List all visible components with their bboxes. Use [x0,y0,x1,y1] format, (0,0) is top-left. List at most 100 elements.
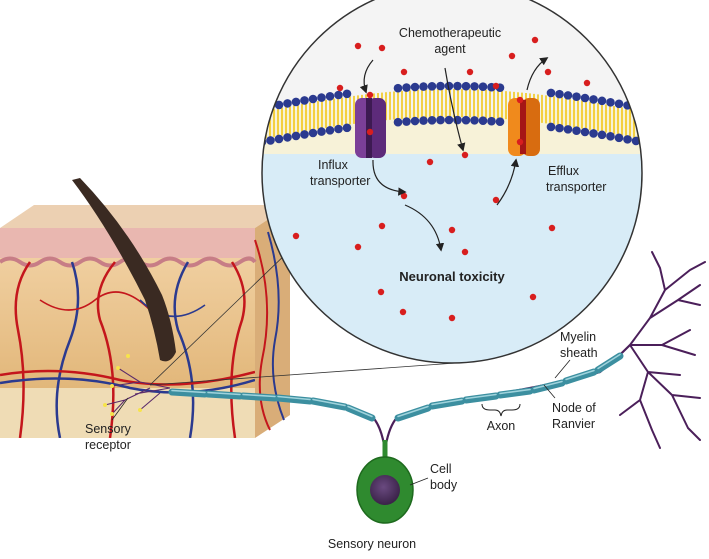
hair-shaft [72,178,176,362]
phospholipid-head [283,133,292,142]
phospholipid-head [308,94,318,104]
sensory-receptor-label-line1: Sensory [85,422,132,436]
drug-particle [529,293,537,301]
phospholipid-head [325,91,335,101]
phospholipid-head [606,98,615,107]
efflux-transporter-label-line1: Efflux [548,164,580,178]
phospholipid-head [410,116,420,126]
drug-particle [354,243,362,251]
myelin-leader-line [554,359,571,379]
skin-top-face [0,205,290,228]
phospholipid-head [563,91,573,100]
phospholipid-head [419,82,428,91]
axon-bracket [481,403,521,417]
artery-vessel [254,239,271,431]
sensory-receptor-label-line2: receptor [85,438,131,452]
drug-particle [583,79,591,87]
skin-block [0,178,290,438]
myelin-highlight [242,393,276,398]
phospholipid-head [555,123,564,133]
phospholipid-head [572,126,581,135]
phospholipid-head [291,97,301,107]
phospholipid-head [546,122,556,132]
phospholipid-head [444,115,454,125]
efflux-entry-arrow [496,158,520,206]
efflux-transporter [508,98,540,156]
myelin-highlight [277,395,311,401]
vein-vessel [267,231,285,421]
dermis-layer [0,258,255,388]
node-of-ranvier-label-line2: Ranvier [552,417,595,431]
phospholipid-head [334,90,343,100]
efflux-transporter-label-line2: transporter [546,180,606,194]
phospholipid-head [300,130,309,139]
efflux-transporter-subunit [522,98,540,156]
myelin-segment [204,390,244,400]
influx-transporter-label-line2: transporter [310,174,370,188]
influx-transporter-pore [366,98,372,158]
influx-entry-arrow [359,59,374,94]
nerve-endings [104,367,171,415]
phospholipid-head [631,102,641,112]
toxicity-arrow [404,204,445,252]
phospholipid-head [317,93,326,102]
phospholipid-head [470,116,479,125]
phospholipid-head [402,83,411,92]
drug-particle [461,151,469,159]
chemotherapeutic-particles [292,36,591,322]
artery-vessel [0,369,255,386]
myelin-segment [394,404,432,422]
myelin-highlight [565,369,595,381]
drug-particle [466,68,474,76]
blood-vessels [0,261,255,438]
phospholipid-head [614,99,624,109]
myelin-highlight [499,388,531,395]
drug-particle [508,52,516,60]
myelin-segment [496,387,534,399]
nucleus [370,475,400,505]
diagram-caption: Sensory neuron [328,537,416,551]
drug-particle [354,42,362,50]
influx-transporter-subunit [368,98,386,158]
phospholipid-head [495,117,505,127]
phospholipid-head [597,96,607,106]
cell-body-leader-line [409,477,429,486]
phospholipid-head [419,116,428,125]
myelin-highlight [312,398,346,407]
phospholipid-head [444,81,454,91]
neuronal-toxicity-label: Neuronal toxicity [399,269,505,284]
phospholipid-head [563,125,573,134]
phospholipid-head [614,133,624,143]
myelin-highlight [397,405,429,418]
receptor-terminal [116,366,120,370]
artery-vessel [14,261,32,438]
phospholipid-head [262,103,267,113]
phospholipid-head [402,117,411,126]
phospholipid-head [555,89,564,99]
drug-particle [426,158,434,166]
drug-particle [377,288,385,296]
drug-particle [336,84,344,92]
phospholipid-head [274,100,284,110]
phospholipid-head [478,82,488,92]
vein-vessel [173,261,195,438]
myelin-highlight [597,353,621,370]
phospholipid-head [427,116,437,125]
node-leader-line [543,384,556,399]
drug-particle [492,82,500,90]
myelin-segment [462,392,500,404]
myelin-highlight [431,398,463,406]
node-of-ranvier-label-line1: Node of [552,401,596,415]
drug-particle [492,196,500,204]
receptor-terminal [138,408,142,412]
phospholipid-head [623,135,632,144]
drug-particle [399,308,407,316]
receptor-terminal [110,412,114,416]
drug-particle [461,248,469,256]
receptor-terminal [110,384,114,388]
myelin-highlight [347,405,373,418]
efflux-exit-arrow [526,57,549,91]
phospholipid-head [342,89,352,99]
myelin-highlight [533,380,563,390]
phospholipid-head [580,127,590,137]
